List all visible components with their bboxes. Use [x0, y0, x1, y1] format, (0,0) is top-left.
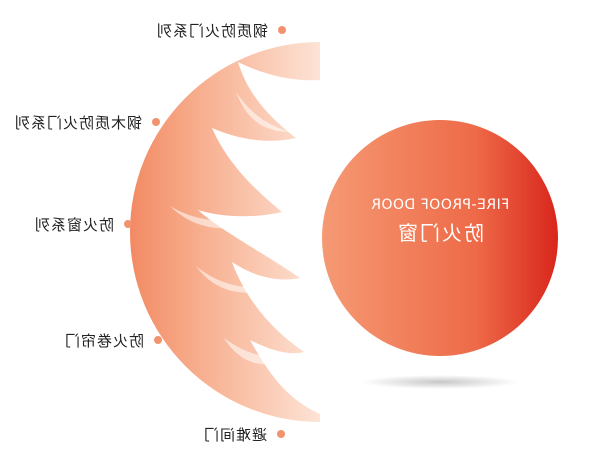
list-item: 防火窗系列 — [34, 210, 133, 238]
item-label: 防火卷帘门 — [64, 331, 145, 350]
flame-swirl-4 — [224, 338, 292, 365]
item-label: 避难间门 — [203, 425, 268, 444]
circle-shadow — [362, 375, 518, 389]
list-item: 防火卷帘门 — [64, 326, 163, 354]
list-item: 钢木质防火门系列 — [14, 108, 161, 136]
flame-swirl-2 — [170, 206, 270, 229]
bullet-dot-icon — [124, 220, 133, 228]
main-circle — [322, 120, 558, 356]
bullet-dot-icon — [154, 336, 163, 344]
bullet-dot-icon — [277, 430, 286, 438]
list-item: 避难间门 — [203, 420, 286, 448]
center-title-cn: 防火门窗 — [396, 221, 484, 245]
list-item: 钢质防火门系列 — [156, 16, 287, 44]
flame-swirl-1 — [236, 92, 290, 132]
bullet-dot-icon — [278, 26, 287, 34]
center-title-en: FIRE-PROOF DOOR — [370, 197, 510, 213]
item-label: 防火窗系列 — [34, 215, 115, 234]
flame-arc-shape — [130, 42, 320, 422]
center-title: FIRE-PROOF DOOR 防火门窗 — [322, 196, 558, 248]
flame-swirl-3 — [196, 266, 282, 293]
item-label: 钢质防火门系列 — [156, 21, 269, 40]
item-label: 钢木质防火门系列 — [14, 113, 143, 132]
bullet-dot-icon — [152, 118, 161, 126]
